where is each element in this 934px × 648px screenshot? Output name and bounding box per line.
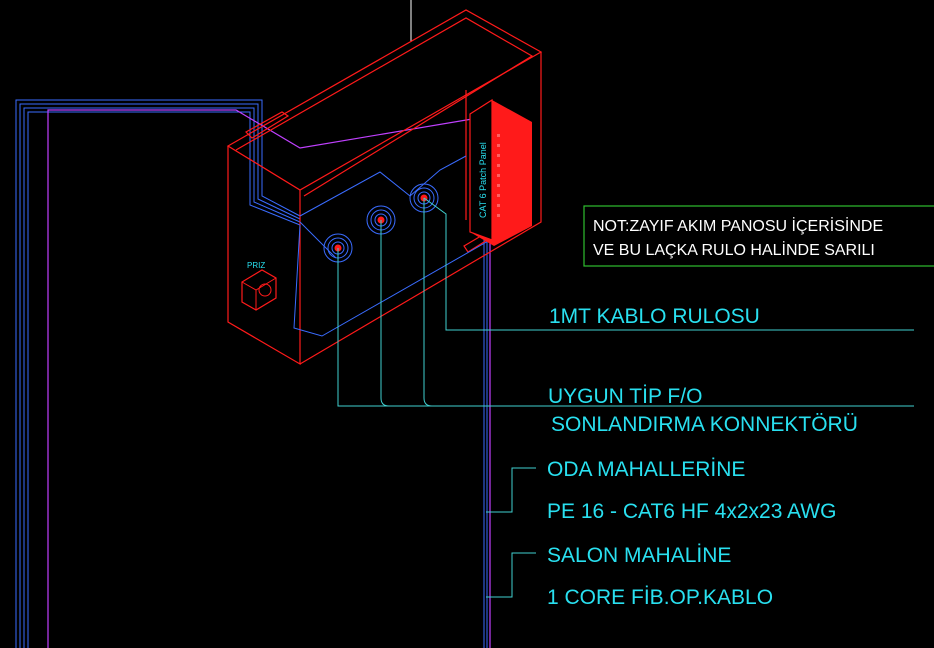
- note-line-2: VE BU LAÇKA RULO HALİNDE SARILI: [593, 240, 875, 259]
- connector-label-2: SONLANDIRMA KONNEKTÖRÜ: [551, 413, 858, 436]
- note-line-1: NOT:ZAYIF AKIM PANOSU İÇERİSİNDE: [593, 216, 883, 235]
- weak-current-panel-box: [226, 9, 543, 366]
- note-box: [583, 205, 934, 267]
- connector-label-1: UYGUN TİP F/O: [548, 385, 702, 408]
- cat6-patch-panel: CAT 6 Patch Panel: [469, 98, 532, 246]
- socket-label: PRIZ: [247, 261, 265, 270]
- rooms-label-2: PE 16 - CAT6 HF 4x2x23 AWG: [547, 500, 836, 523]
- salon-label-2: 1 CORE FİB.OP.KABLO: [547, 586, 773, 609]
- socket-outlet: PRIZ: [241, 261, 277, 311]
- inner-cable-routing: [293, 155, 491, 337]
- blue-riser-cables: [483, 240, 488, 648]
- patch-panel-label: CAT 6 Patch Panel: [478, 142, 488, 218]
- rooms-label-1: ODA MAHALLERİNE: [547, 458, 745, 481]
- salon-label-1: SALON MAHALİNE: [547, 544, 731, 567]
- leader-lines: [337, 197, 914, 598]
- blue-cable-bundle: [15, 99, 301, 648]
- cable-roll-label: 1MT KABLO RULOSU: [549, 305, 760, 328]
